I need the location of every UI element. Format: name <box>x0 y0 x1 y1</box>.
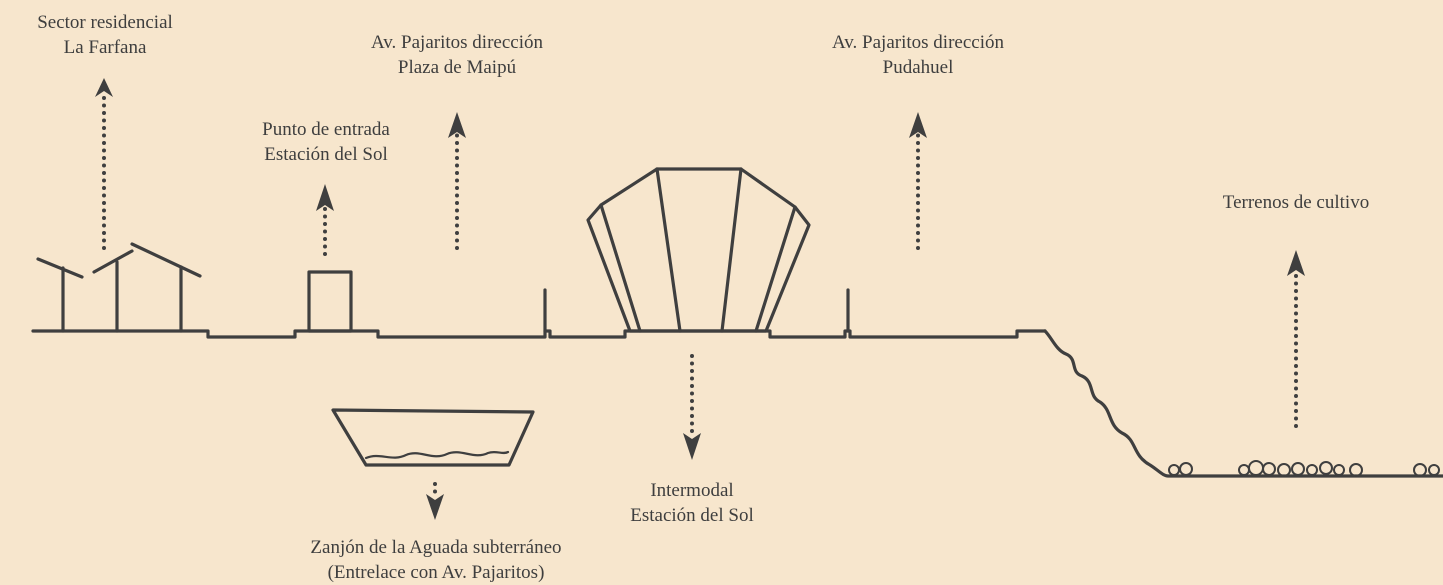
zanjon-channel <box>331 408 535 467</box>
label-zanjon: Zanjón de la Aguada subterráneo (Entrela… <box>266 535 606 585</box>
label-line: Zanjón de la Aguada subterráneo <box>310 537 562 558</box>
label-maipu: Av. Pajaritos dirección Plaza de Maipú <box>337 30 577 80</box>
label-terrenos-cultivo: Terrenos de cultivo <box>1196 190 1396 215</box>
label-punto-entrada: Punto de entrada Estación del Sol <box>226 117 426 167</box>
label-line: Estación del Sol <box>630 505 754 526</box>
label-line: Punto de entrada <box>262 119 390 140</box>
label-line: Av. Pajaritos dirección <box>370 32 543 53</box>
arrow-zanjon <box>426 482 444 520</box>
label-line: Estación del Sol <box>264 144 388 165</box>
label-intermodal: Intermodal Estación del Sol <box>592 478 792 528</box>
label-pudahuel: Av. Pajaritos dirección Pudahuel <box>798 30 1038 80</box>
label-sector-residencial: Sector residencial La Farfana <box>10 10 200 60</box>
label-line: La Farfana <box>63 37 147 58</box>
intermodal-station <box>586 167 811 333</box>
arrow-cultivo <box>1287 250 1305 428</box>
label-line: Intermodal <box>650 480 734 501</box>
label-line: Terrenos de cultivo <box>1222 192 1370 213</box>
label-line: Pudahuel <box>882 57 954 78</box>
arrow-farfana <box>95 78 113 250</box>
arrow-intermodal <box>683 354 701 460</box>
label-line: Plaza de Maipú <box>397 57 517 78</box>
entry-box <box>307 270 353 333</box>
label-line: Av. Pajaritos dirección <box>831 32 1004 53</box>
arrow-maipu <box>448 112 466 250</box>
houses <box>36 242 202 333</box>
arrow-entrada <box>316 184 334 256</box>
arrow-pudahuel <box>909 112 927 250</box>
label-line: Sector residencial <box>37 12 173 33</box>
slope-line <box>1043 329 1443 478</box>
label-line: (Entrelace con Av. Pajaritos) <box>327 562 545 583</box>
ground-line <box>31 329 1047 339</box>
crops <box>1168 460 1440 477</box>
